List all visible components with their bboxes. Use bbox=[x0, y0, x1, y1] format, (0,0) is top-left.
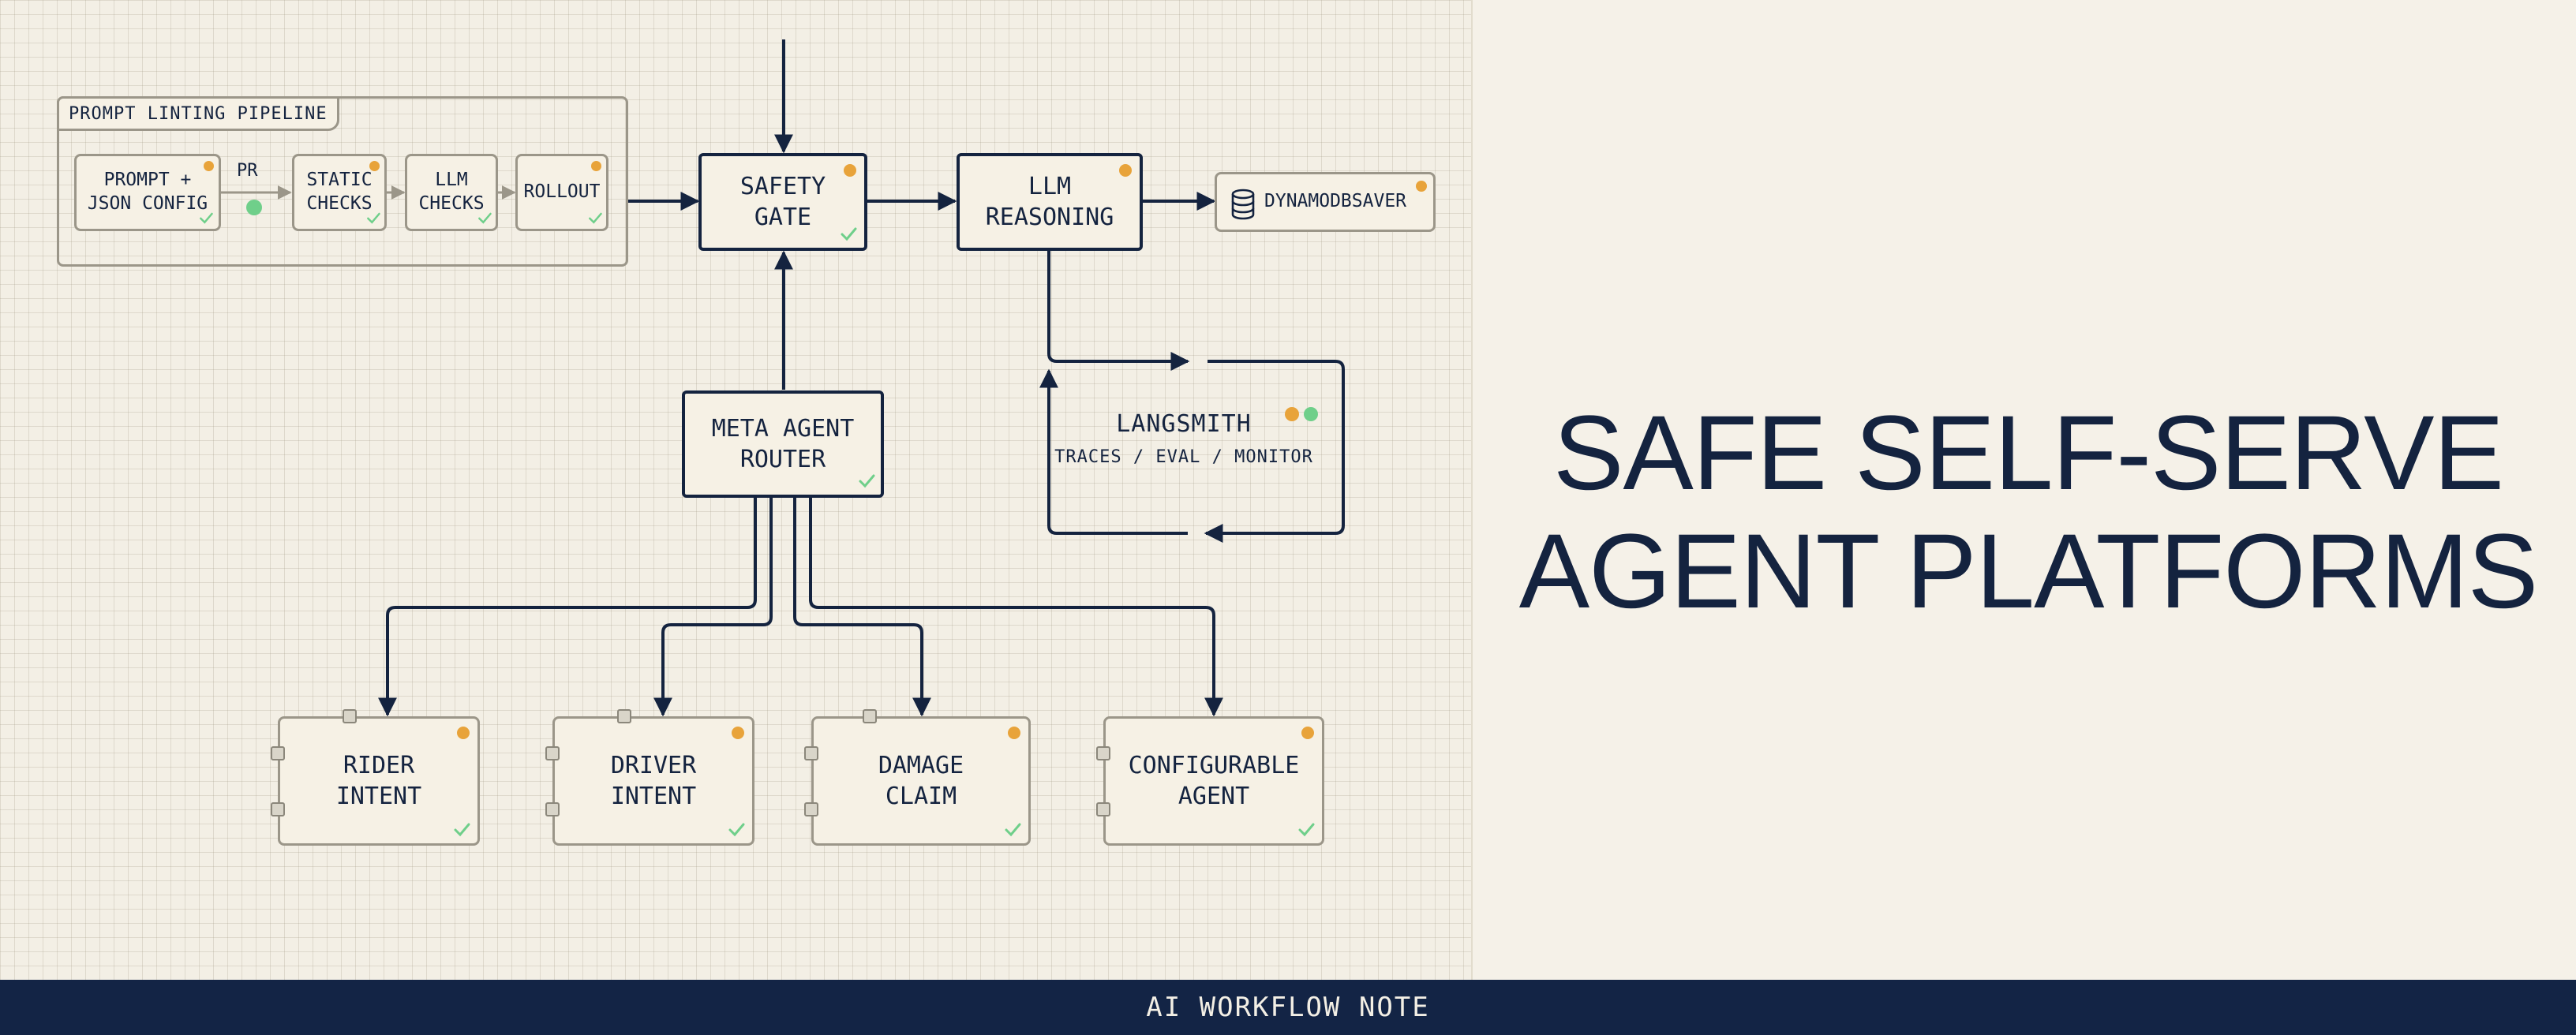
agent-damage-claim[interactable]: DAMAGE CLAIM bbox=[811, 716, 1031, 846]
pipeline-step-rollout[interactable]: ROLLOUT bbox=[515, 154, 608, 231]
pipeline-step-prompt-config[interactable]: PROMPT + JSON CONFIG bbox=[74, 154, 221, 231]
connector-port[interactable] bbox=[271, 802, 285, 816]
node-label: META AGENT ROUTER bbox=[711, 415, 855, 473]
check-icon bbox=[1005, 823, 1021, 837]
route-damage-claim bbox=[793, 497, 931, 717]
footer-bar: AI WORKFLOW NOTE bbox=[0, 980, 2576, 1035]
status-dot bbox=[1008, 727, 1020, 739]
connector-port[interactable] bbox=[804, 802, 818, 816]
footer-label: AI WORKFLOW NOTE bbox=[1146, 992, 1430, 1023]
connector-port[interactable] bbox=[271, 746, 285, 760]
agent-label: DAMAGE CLAIM bbox=[878, 752, 964, 810]
grid-divider bbox=[1471, 0, 1473, 980]
connector-layer bbox=[220, 39, 1345, 717]
prompt-linting-pipeline-group bbox=[57, 96, 628, 267]
route-configurable-agent bbox=[809, 497, 1223, 717]
agent-label: RIDER INTENT bbox=[335, 752, 422, 810]
agent-driver-intent[interactable]: DRIVER INTENT bbox=[552, 716, 754, 846]
check-icon bbox=[841, 227, 857, 241]
pipeline-step-label: STATIC CHECKS bbox=[306, 170, 373, 214]
status-dot bbox=[1416, 181, 1427, 192]
connector-port[interactable] bbox=[343, 709, 357, 723]
agent-label: DRIVER INTENT bbox=[610, 752, 697, 810]
status-dot bbox=[732, 727, 744, 739]
connector-port[interactable] bbox=[545, 746, 560, 760]
route-driver-intent bbox=[653, 497, 773, 717]
check-icon bbox=[859, 474, 875, 488]
agent-rider-intent[interactable]: RIDER INTENT bbox=[278, 716, 480, 846]
check-icon bbox=[200, 212, 213, 224]
langsmith-title: LANGSMITH bbox=[1116, 410, 1252, 438]
status-dot bbox=[369, 161, 380, 171]
database-icon bbox=[1231, 189, 1255, 220]
check-icon bbox=[589, 212, 602, 224]
check-icon bbox=[478, 212, 492, 224]
agent-configurable-agent[interactable]: CONFIGURABLE AGENT bbox=[1103, 716, 1324, 846]
connector-port[interactable] bbox=[545, 802, 560, 816]
route-rider-intent bbox=[378, 497, 757, 717]
node-label: LLM REASONING bbox=[985, 173, 1114, 231]
status-dot bbox=[1285, 407, 1299, 421]
hero-title: SAFE SELF-SERVE AGENT PLATFORMS bbox=[1500, 394, 2557, 631]
check-icon bbox=[1298, 823, 1315, 837]
meta-agent-router-node[interactable]: META AGENT ROUTER bbox=[682, 390, 884, 498]
connector-port[interactable] bbox=[863, 709, 877, 723]
safety-gate-node[interactable]: SAFETY GATE bbox=[698, 153, 867, 251]
dynamodbsaver-node[interactable]: DYNAMODBSAVER bbox=[1215, 172, 1436, 232]
connector-port[interactable] bbox=[1096, 802, 1110, 816]
status-dot bbox=[204, 161, 214, 171]
status-dot bbox=[1119, 164, 1132, 177]
check-icon bbox=[367, 212, 380, 224]
pipeline-step-llm-checks[interactable]: LLM CHECKS bbox=[405, 154, 498, 231]
pipeline-step-label: LLM CHECKS bbox=[418, 170, 485, 214]
status-dot bbox=[1304, 407, 1318, 421]
pr-label: PR bbox=[237, 161, 258, 181]
status-dot bbox=[591, 161, 601, 171]
check-icon bbox=[454, 823, 470, 837]
status-dot bbox=[844, 164, 856, 177]
pipeline-step-static-checks[interactable]: STATIC CHECKS bbox=[292, 154, 387, 231]
pipeline-title: PROMPT LINTING PIPELINE bbox=[57, 96, 339, 131]
node-label: SAFETY GATE bbox=[739, 173, 826, 231]
llm-reasoning-node[interactable]: LLM REASONING bbox=[957, 153, 1143, 251]
langsmith-loop-return bbox=[1204, 360, 1345, 543]
check-icon bbox=[728, 823, 745, 837]
connector-port[interactable] bbox=[1096, 746, 1110, 760]
hero-title-line: AGENT PLATFORMS bbox=[1518, 513, 2538, 631]
connector-port[interactable] bbox=[617, 709, 631, 723]
langsmith-node[interactable]: LANGSMITH TRACES / EVAL / MONITOR bbox=[1050, 394, 1318, 505]
arrow-langsmith-to-llm bbox=[1039, 368, 1188, 535]
pipeline-step-label: PROMPT + JSON CONFIG bbox=[87, 170, 208, 214]
langsmith-subtitle: TRACES / EVAL / MONITOR bbox=[1054, 447, 1313, 467]
connector-port[interactable] bbox=[804, 746, 818, 760]
arrow-llm-to-langsmith bbox=[1047, 251, 1190, 371]
status-dot bbox=[457, 727, 470, 739]
node-label: DYNAMODBSAVER bbox=[1264, 191, 1407, 212]
status-dot bbox=[1301, 727, 1314, 739]
pipeline-step-label: ROLLOUT bbox=[523, 181, 601, 203]
agent-label: CONFIGURABLE AGENT bbox=[1128, 752, 1300, 810]
hero-title-line: SAFE SELF-SERVE bbox=[1553, 394, 2504, 512]
pr-status-dot bbox=[246, 200, 262, 215]
